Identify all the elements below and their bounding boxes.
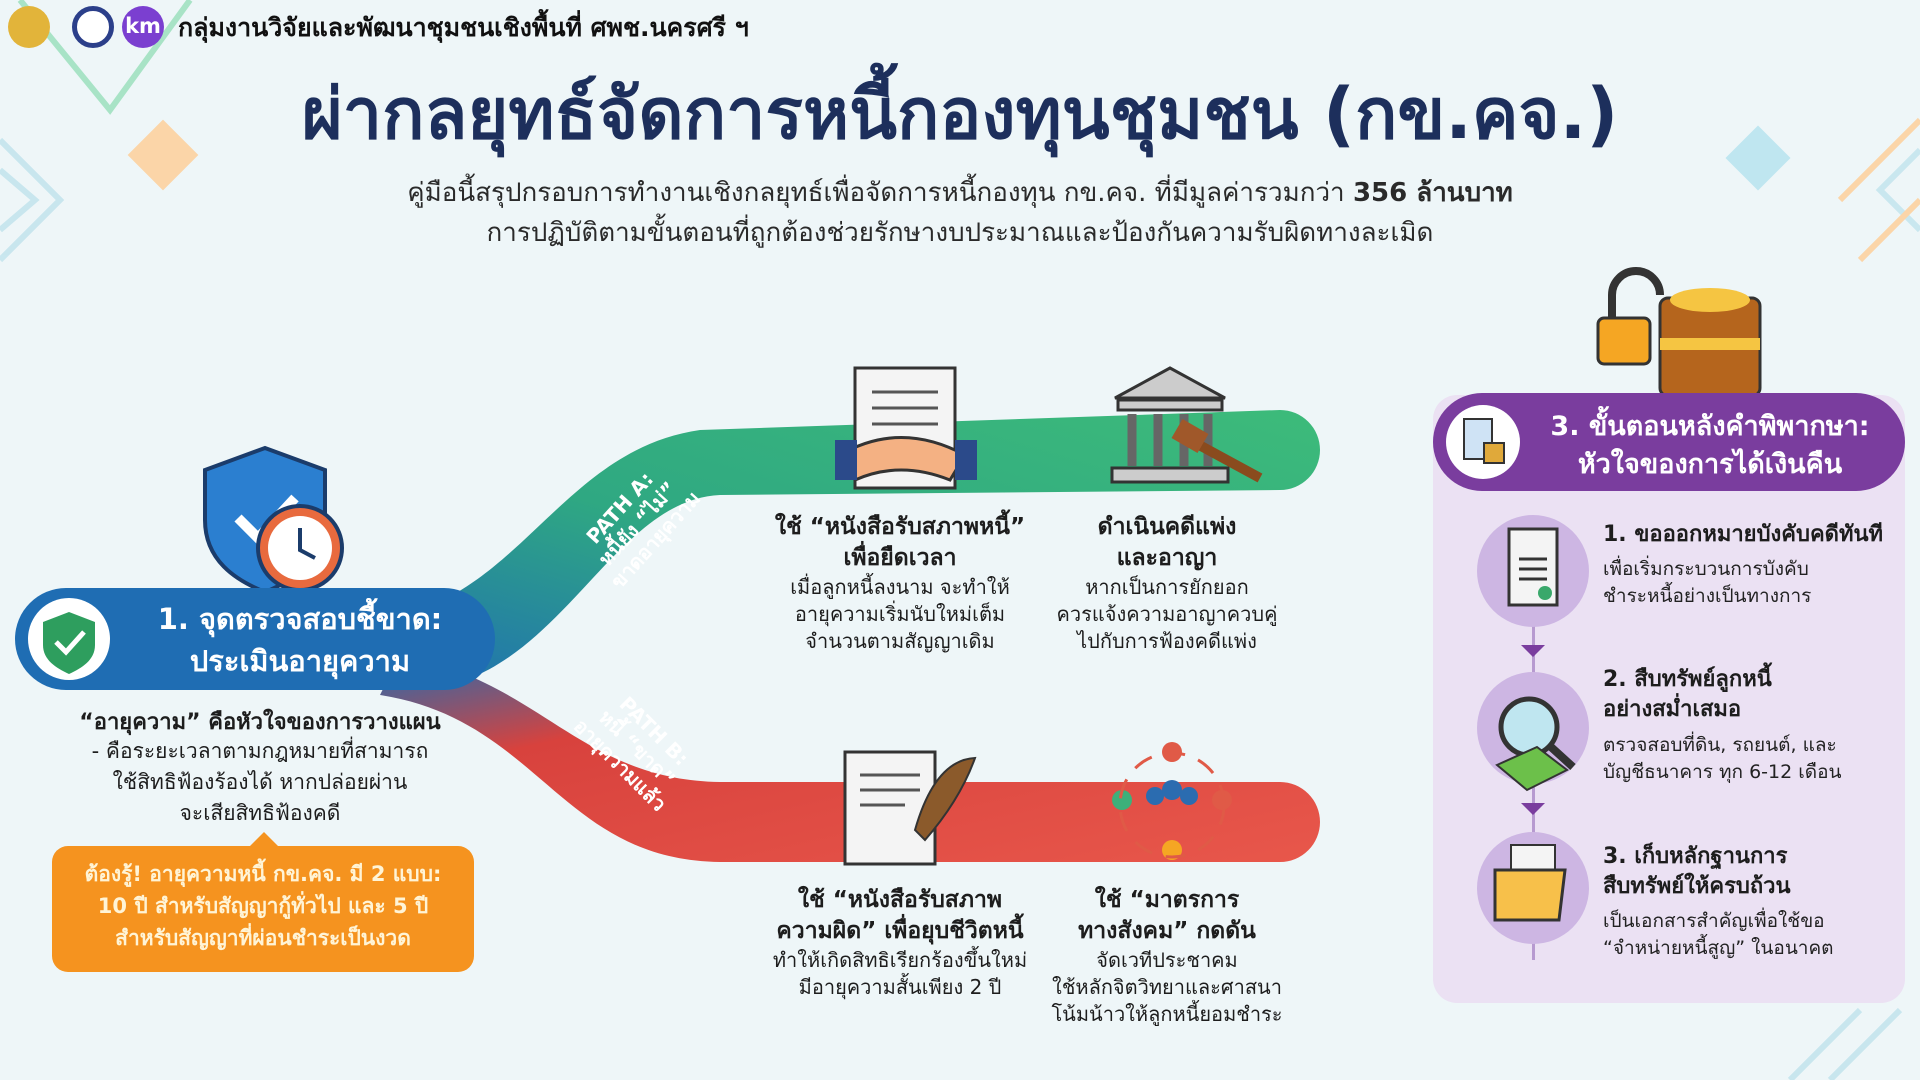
- shield-clock-icon: [203, 445, 344, 595]
- total-value: 356 ล้านบาท: [1352, 178, 1513, 208]
- step1-title: 1. จุดตรวจสอบชี้ขาด:ประเมินอายุความ: [157, 602, 443, 678]
- step1-note-callout: ต้องรู้! อายุความหนี้ กข.คจ. มี 2 แบบ:10…: [52, 832, 474, 972]
- courthouse-gavel-icon: [1110, 366, 1263, 484]
- subtitle-line-2: การปฏิบัติตามขั้นตอนที่ถูกต้องช่วยรักษาง…: [486, 218, 1434, 248]
- step3-item-1-title: 1. ขอออกหมายบังคับคดีทันที: [1603, 522, 1884, 547]
- treasure-chest-icon: [1596, 267, 1762, 398]
- step1-body: - คือระยะเวลาตามกฎหมายที่สามารถใช้สิทธิฟ…: [91, 739, 429, 825]
- step3-item-1-body: เพื่อเริ่มกระบวนการบังคับชำระหนี้อย่างเป…: [1603, 558, 1812, 607]
- step3-item-2-title: 2. สืบทรัพย์ลูกหนี้อย่างสม่ำเสมอ: [1603, 667, 1772, 722]
- organization-name: กลุ่มงานวิจัยและพัฒนาชุมชนเชิงพื้นที่ ศพ…: [178, 13, 749, 42]
- subtitle-line-1: คู่มือนี้สรุปกรอบการทำงานเชิงกลยุทธ์เพื่…: [407, 178, 1513, 208]
- path-b-band: [380, 655, 1320, 862]
- step3-item-3-body: เป็นเอกสารสำคัญเพื่อใช้ขอ“จำหน่ายหนี้สูญ…: [1603, 910, 1834, 959]
- km-logo: km: [122, 6, 164, 48]
- path-a-item-2: ดำเนินคดีแพ่งและอาญา หากเป็นการยักยอกควร…: [1056, 514, 1278, 653]
- step3-title: 3. ขั้นตอนหลังคำพิพากษา:หัวใจของการได้เง…: [1550, 411, 1870, 480]
- path-a-item-1: ใช้ “หนังสือรับสภาพหนี้”เพื่อยืดเวลา เมื…: [774, 514, 1026, 653]
- path-b-item-1: ใช้ “หนังสือรับสภาพความผิด” เพื่อยุบชีวิ…: [772, 887, 1028, 999]
- step1-heading: “อายุความ” คือหัวใจของการวางแผน: [79, 710, 441, 735]
- scroll-quill-icon: [843, 750, 977, 866]
- step3-item-icons: [1493, 527, 1576, 922]
- department-logo: [72, 6, 114, 48]
- document-money-icon: [1463, 418, 1505, 464]
- government-seal-logo: [8, 6, 50, 48]
- page-title: ผ่ากลยุทธ์จัดการหนี้กองทุนชุมชน (กข.คจ.): [301, 73, 1619, 155]
- step3-item-2-body: ตรวจสอบที่ดิน, รถยนต์, และบัญชีธนาคาร ทุ…: [1603, 734, 1842, 783]
- path-b-item-2: ใช้ “มาตรการทางสังคม” กดดัน จัดเวทีประชา…: [1051, 887, 1283, 1026]
- arrow-down-icon: [1521, 803, 1545, 815]
- step3-item-3-title: 3. เก็บหลักฐานการสืบทรัพย์ให้ครบถ้วน: [1603, 844, 1791, 899]
- handshake-contract-icon: [835, 366, 977, 490]
- arrow-down-icon: [1521, 645, 1545, 657]
- community-people-icon: [1112, 742, 1232, 860]
- shield-check-icon: [43, 612, 95, 674]
- path-a-band: [380, 410, 1320, 690]
